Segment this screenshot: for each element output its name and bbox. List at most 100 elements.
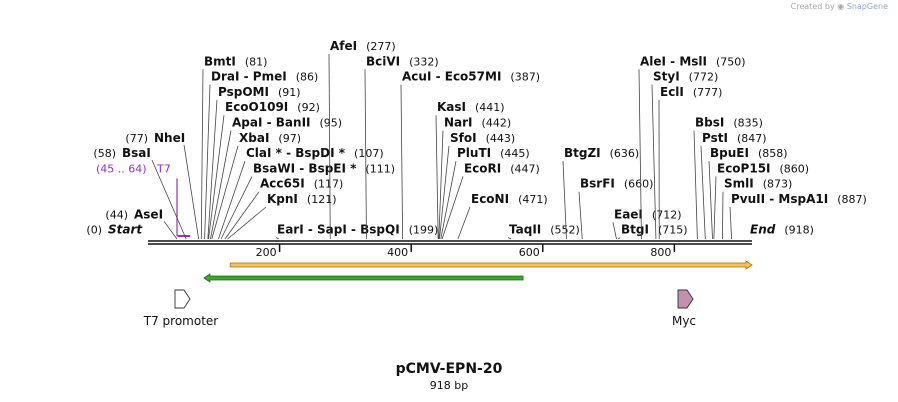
site-name-ecori: EcoRI	[464, 161, 501, 175]
primer-name: T7	[156, 162, 171, 175]
site-line-eaei	[612, 222, 617, 240]
site-line-bcivi	[364, 69, 367, 240]
feature-t7-promoter-arrow	[174, 289, 191, 309]
site-name-eaei: EaeI	[614, 207, 643, 221]
site-pos-eaei: (712)	[652, 208, 682, 221]
ruler-tick-label: 600	[519, 246, 540, 259]
site-pos-bsawi-bspei: (111)	[365, 162, 395, 175]
site-line-bsrfi	[578, 191, 583, 240]
site-name-acui-eco57mi: AcuI - Eco57MI	[402, 70, 501, 84]
site-name-xbai: XbaI	[239, 131, 269, 145]
site-pos-apai-banii: (95)	[320, 117, 343, 130]
site-name-start: Start	[108, 223, 143, 237]
site-line-ecoo109i	[208, 115, 225, 240]
ruler-tick-label: 800	[650, 246, 671, 259]
site-pos-bpuei: (858)	[758, 147, 788, 160]
site-line-ecori	[441, 176, 464, 240]
site-name-bmti: BmtI	[204, 54, 236, 68]
site-pos-ecoo109i: (92)	[297, 101, 320, 114]
site-line-afei	[328, 53, 331, 240]
primer-label-range: (45 .. 64)	[96, 162, 147, 175]
site-pos-ecori: (447)	[510, 162, 540, 175]
credit: Created by ◉ SnapGene	[791, 2, 888, 11]
site-pos-clai-bspdi: (107)	[354, 147, 384, 160]
credit-brand: SnapGene	[846, 2, 888, 11]
site-name-bsrfi: BsrFI	[580, 177, 615, 191]
ruler-tick-label: 200	[256, 246, 277, 259]
site-pos-start: (0)	[86, 224, 102, 237]
site-name-econi: EcoNI	[471, 192, 509, 206]
site-pos-btgzi: (636)	[610, 147, 640, 160]
site-pos-bmti: (81)	[245, 55, 268, 68]
site-line-styi	[651, 84, 657, 240]
site-line-drai-pmei	[204, 84, 211, 240]
site-pos-bcivi: (332)	[409, 55, 439, 68]
site-line-apai-banii	[210, 130, 232, 240]
site-pos-eari-sapi-bspqi: (199)	[409, 224, 439, 237]
site-name-end: End	[750, 223, 776, 237]
site-name-pspomi: PspOMI	[218, 85, 269, 99]
site-pos-acui-eco57mi: (387)	[510, 71, 540, 84]
site-pos-end: (918)	[784, 224, 814, 237]
orf-reverse-arrow	[203, 273, 524, 283]
site-pos-bsai: (58)	[93, 147, 116, 160]
site-name-taqii: TaqII	[509, 223, 541, 237]
site-line-pvuii-mspa1i	[729, 206, 733, 240]
site-pos-ecli: (777)	[693, 86, 723, 99]
site-pos-kasi: (441)	[475, 101, 505, 114]
site-line-smli	[721, 191, 724, 240]
site-line-psti	[700, 145, 706, 240]
site-line-nhei	[183, 144, 200, 240]
site-name-btgi: BtgI	[621, 223, 649, 237]
site-name-ecli: EclI	[660, 85, 684, 99]
site-pos-bbsi: (835)	[733, 117, 763, 130]
site-pos-asei: (44)	[105, 208, 128, 221]
site-pos-pluti: (445)	[500, 147, 530, 160]
site-pos-styi: (772)	[689, 71, 719, 84]
site-pos-nhei: (77)	[125, 132, 148, 145]
site-name-nhei: NheI	[154, 131, 185, 145]
site-name-asei: AseI	[134, 207, 163, 221]
site-line-eari-sapi-bspqi	[275, 237, 280, 240]
plasmid-name: pCMV-EPN-20	[395, 361, 503, 377]
site-pos-xbai: (97)	[278, 132, 301, 145]
site-pos-btgi: (715)	[658, 224, 688, 237]
site-pos-sfoi: (443)	[486, 132, 516, 145]
site-name-pluti: PluTI	[457, 146, 491, 160]
site-line-pspomi	[207, 99, 218, 240]
site-line-clai-bspdi	[218, 160, 246, 240]
site-name-bsai: BsaI	[122, 146, 151, 160]
site-line-nari	[438, 130, 444, 240]
site-pos-kpni: (121)	[307, 193, 337, 206]
site-name-pvuii-mspa1i: PvuII - MspA1I	[731, 192, 828, 206]
site-name-bbsi: BbsI	[695, 116, 724, 130]
site-line-bsai	[151, 159, 187, 240]
site-name-nari: NarI	[444, 116, 473, 130]
site-pos-psti: (847)	[737, 132, 767, 145]
site-pos-afei: (277)	[366, 40, 396, 53]
site-name-btgzi: BtgZI	[564, 146, 601, 160]
site-pos-pspomi: (91)	[278, 86, 301, 99]
site-pos-drai-pmei: (86)	[296, 71, 319, 84]
site-name-eari-sapi-bspqi: EarI - SapI - BspQI	[277, 223, 400, 237]
feature-myc-arrow	[677, 289, 694, 309]
site-name-ecop15i: EcoP15I	[717, 161, 771, 175]
site-pos-smli: (873)	[763, 178, 793, 191]
ruler-tick-label: 400	[387, 246, 408, 259]
feature-label: T7 promoter	[143, 314, 219, 328]
site-pos-econi: (471)	[518, 193, 548, 206]
site-name-alei-msli: AleI - MslI	[640, 54, 707, 68]
site-line-alei-msli	[638, 69, 642, 240]
site-name-ecoo109i: EcoO109I	[225, 100, 288, 114]
site-line-bbsi	[693, 130, 698, 240]
site-name-acc65i: Acc65I	[260, 177, 305, 191]
site-line-kpni	[227, 206, 267, 240]
site-line-kasi	[435, 115, 439, 240]
site-line-taqii	[507, 237, 512, 240]
site-pos-taqii: (552)	[550, 224, 580, 237]
site-line-pluti	[440, 161, 457, 240]
site-pos-alei-msli: (750)	[716, 55, 746, 68]
site-line-acc65i	[224, 191, 260, 240]
site-pos-ecop15i: (860)	[780, 162, 810, 175]
